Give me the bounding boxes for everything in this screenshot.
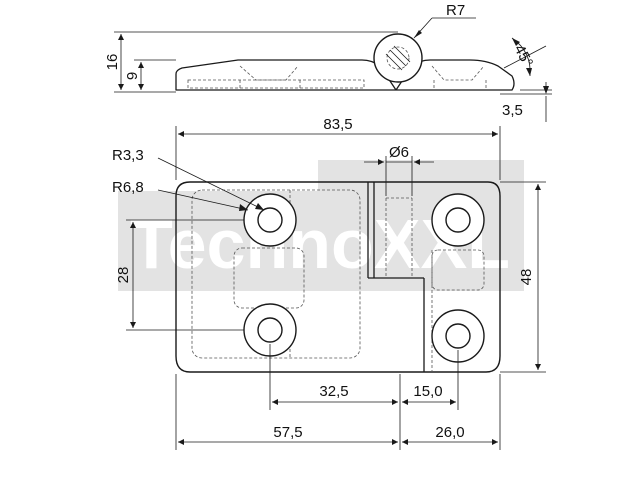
front-right-leaf-label: 26,0 xyxy=(435,424,464,441)
front-height-label: 48 xyxy=(518,269,535,286)
front-hole-radius-label: R3,3 xyxy=(112,147,144,164)
front-counterbore-radius-label: R6,8 xyxy=(112,179,144,196)
front-left-leaf-label: 57,5 xyxy=(273,424,302,441)
side-view-leaf-outline xyxy=(175,59,515,91)
front-hole-distance-left-label: 32,5 xyxy=(319,383,348,400)
front-view: 83,5 Ø6 R3,3 R6,8 28 48 32,5 xyxy=(112,116,546,450)
side-leaf-thickness-label: 9 xyxy=(124,72,141,80)
hole-top-right xyxy=(431,193,485,247)
side-view: 16 9 R7 45° 3,5 xyxy=(104,2,552,122)
side-radius-label: R7 xyxy=(446,2,465,19)
front-width-label: 83,5 xyxy=(323,116,352,133)
front-pin-diameter-label: Ø6 xyxy=(389,144,409,161)
front-view-outline xyxy=(175,181,501,373)
front-hole-distance-right-label: 15,0 xyxy=(413,383,442,400)
front-hole-pitch-label: 28 xyxy=(115,267,132,284)
side-view-pin-hole xyxy=(386,46,410,70)
side-angle-label: 45° xyxy=(510,42,536,70)
side-height-label: 16 xyxy=(104,54,121,71)
side-offset-label: 3,5 xyxy=(502,102,523,119)
hole-top-left xyxy=(243,193,297,247)
hole-bottom-left xyxy=(243,303,297,357)
